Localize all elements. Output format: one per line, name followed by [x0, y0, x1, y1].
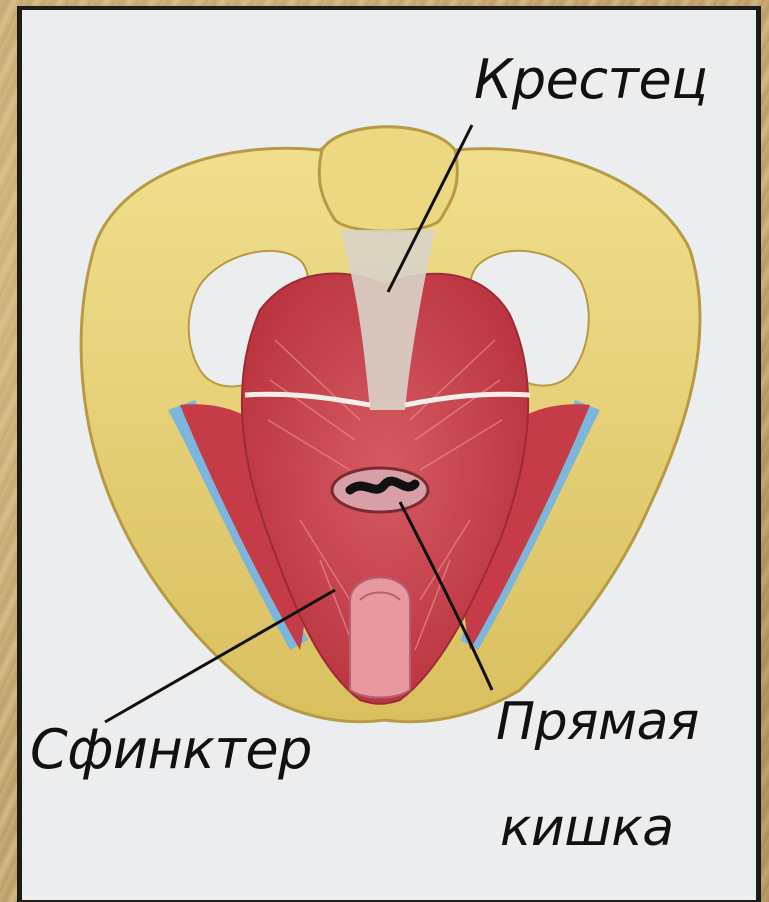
sphincter-label: Сфинктер	[30, 718, 312, 781]
sacrum-label: Крестец	[474, 48, 707, 111]
rectum-lumen	[350, 481, 415, 490]
sacrum-bone	[319, 127, 457, 232]
urogenital-outlet	[350, 578, 410, 698]
rectum-label-line1: Прямая	[496, 692, 699, 752]
rectum-label-line2: кишка	[500, 798, 674, 858]
